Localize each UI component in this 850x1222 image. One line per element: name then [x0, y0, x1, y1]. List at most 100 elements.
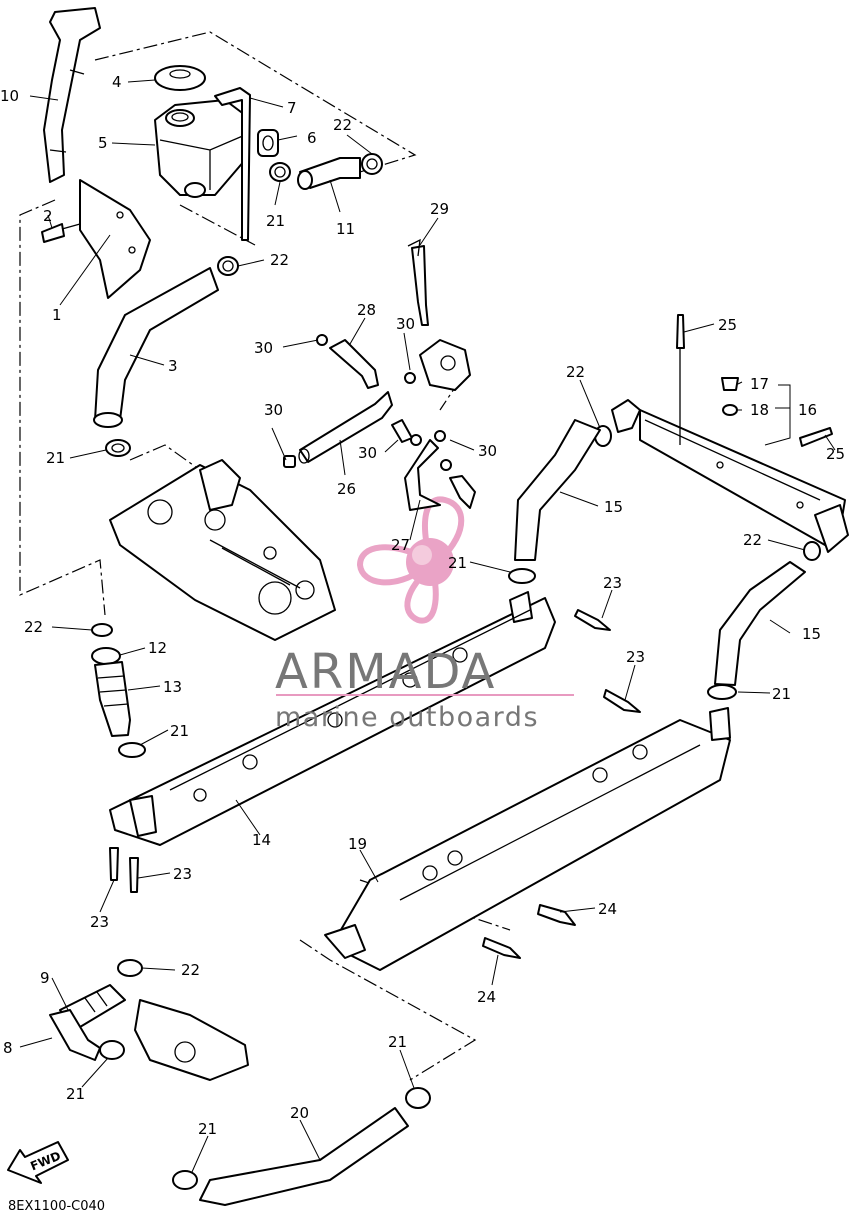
- clamp-21-hose13[interactable]: [118, 742, 146, 758]
- clamp-30-e[interactable]: [434, 430, 452, 471]
- pin-25-top[interactable]: [676, 314, 685, 445]
- pin-24-b[interactable]: [482, 937, 521, 959]
- coolant-tank-5[interactable]: [154, 99, 246, 198]
- hose-12[interactable]: [91, 647, 121, 665]
- clamp-21-hose20-left[interactable]: [172, 1170, 198, 1190]
- callout-20: 20: [290, 1104, 309, 1122]
- callout-21-e: 21: [772, 685, 791, 703]
- valve-housing[interactable]: [419, 339, 471, 391]
- watermark-text: ARMADA marine outboards: [275, 644, 574, 733]
- pin-23-a[interactable]: [574, 609, 611, 631]
- callout-23-c: 23: [173, 865, 192, 883]
- manifold-19[interactable]: [324, 707, 731, 971]
- callout-21-b: 21: [46, 449, 65, 467]
- bolt-17[interactable]: [721, 377, 739, 391]
- hose-20[interactable]: [199, 1107, 409, 1206]
- callout-23-d: 23: [90, 913, 109, 931]
- callout-labels: 10 4 7 5 6 22 2 21 11 29 22 1 28 30 30 2…: [0, 73, 845, 1138]
- jacket-16[interactable]: [611, 399, 849, 553]
- callout-28: 28: [357, 301, 376, 319]
- clamp-22-hose9[interactable]: [117, 959, 143, 977]
- pin-25-side[interactable]: [799, 427, 833, 447]
- hose-15-upper[interactable]: [514, 419, 601, 561]
- callout-22-e: 22: [24, 618, 43, 636]
- callout-26: 26: [337, 480, 356, 498]
- callout-21-h: 21: [198, 1120, 217, 1138]
- callout-30-d: 30: [358, 444, 377, 462]
- clamp-22-right[interactable]: [803, 541, 821, 561]
- callout-2: 2: [43, 207, 53, 225]
- hose-28[interactable]: [329, 339, 379, 389]
- callout-18: 18: [750, 401, 769, 419]
- manifold-14[interactable]: [109, 591, 556, 846]
- clamp-22-hose12[interactable]: [91, 623, 113, 637]
- callout-21-f: 21: [66, 1085, 85, 1103]
- callout-21-g: 21: [388, 1033, 407, 1051]
- clamp-21-top[interactable]: [269, 162, 291, 182]
- callout-1: 1: [52, 306, 62, 324]
- pin-23-d[interactable]: [129, 857, 139, 893]
- watermark-logo: [356, 496, 465, 624]
- clamp-21-hose3[interactable]: [105, 439, 131, 457]
- callout-7: 7: [287, 99, 297, 117]
- callout-30-a: 30: [254, 339, 273, 357]
- bolt-2[interactable]: [41, 223, 81, 243]
- clamp-30-c[interactable]: [283, 455, 296, 468]
- hose-11[interactable]: [297, 157, 361, 190]
- pin-23-c[interactable]: [109, 847, 119, 881]
- callout-5: 5: [98, 134, 108, 152]
- callout-24-b: 24: [477, 988, 496, 1006]
- hose-7[interactable]: [214, 87, 251, 241]
- callout-22-a: 22: [333, 116, 352, 134]
- callout-30-b: 30: [396, 315, 415, 333]
- callout-12: 12: [148, 639, 167, 657]
- callout-10: 10: [0, 87, 19, 105]
- callout-14: 14: [252, 831, 271, 849]
- clamp-30-a[interactable]: [316, 334, 328, 346]
- hose-13[interactable]: [94, 661, 131, 737]
- callout-21-c: 21: [448, 554, 467, 572]
- callout-23-a: 23: [603, 574, 622, 592]
- washer-18[interactable]: [722, 404, 738, 416]
- hose-10[interactable]: [43, 7, 101, 183]
- callout-15-b: 15: [802, 625, 821, 643]
- clamp-22-hose3[interactable]: [217, 256, 239, 276]
- pump-assembly[interactable]: [134, 999, 249, 1081]
- clamp-21-hose15-lower[interactable]: [707, 684, 737, 700]
- callout-13: 13: [163, 678, 182, 696]
- watermark-tagline: marine outboards: [275, 702, 539, 733]
- bracket-1[interactable]: [79, 179, 151, 299]
- sensor-29[interactable]: [407, 238, 429, 326]
- clamp-30-b[interactable]: [404, 372, 416, 384]
- callout-29: 29: [430, 200, 449, 218]
- callout-21-d: 21: [170, 722, 189, 740]
- clamp-22-top[interactable]: [361, 153, 383, 175]
- pipe-26[interactable]: [298, 391, 393, 464]
- tank-cap-4[interactable]: [154, 65, 206, 91]
- leader-lines: [19, 79, 836, 1173]
- callout-4: 4: [112, 73, 122, 91]
- pin-23-b[interactable]: [603, 689, 641, 713]
- hose-27[interactable]: [404, 439, 476, 511]
- hose-3[interactable]: [93, 267, 219, 428]
- fwd-arrow-icon: FWD: [7, 1141, 69, 1184]
- clamp-21-hose20-right[interactable]: [405, 1087, 431, 1109]
- callout-8: 8: [3, 1039, 13, 1057]
- grommet-6[interactable]: [257, 129, 279, 157]
- callout-24-a: 24: [598, 900, 617, 918]
- clamp-21-hose8[interactable]: [99, 1040, 125, 1060]
- cylinder-head[interactable]: [109, 459, 336, 641]
- callout-15-a: 15: [604, 498, 623, 516]
- callout-27: 27: [391, 536, 410, 554]
- connector-30-d[interactable]: [391, 419, 422, 446]
- callout-22-d: 22: [743, 531, 762, 549]
- clamp-21-hose15-upper[interactable]: [508, 568, 536, 584]
- callout-30-c: 30: [264, 401, 283, 419]
- hose-15-lower[interactable]: [714, 561, 806, 686]
- pin-24-a[interactable]: [537, 904, 576, 926]
- callout-16: 16: [798, 401, 817, 419]
- callout-25-a: 25: [718, 316, 737, 334]
- callout-9: 9: [40, 969, 50, 987]
